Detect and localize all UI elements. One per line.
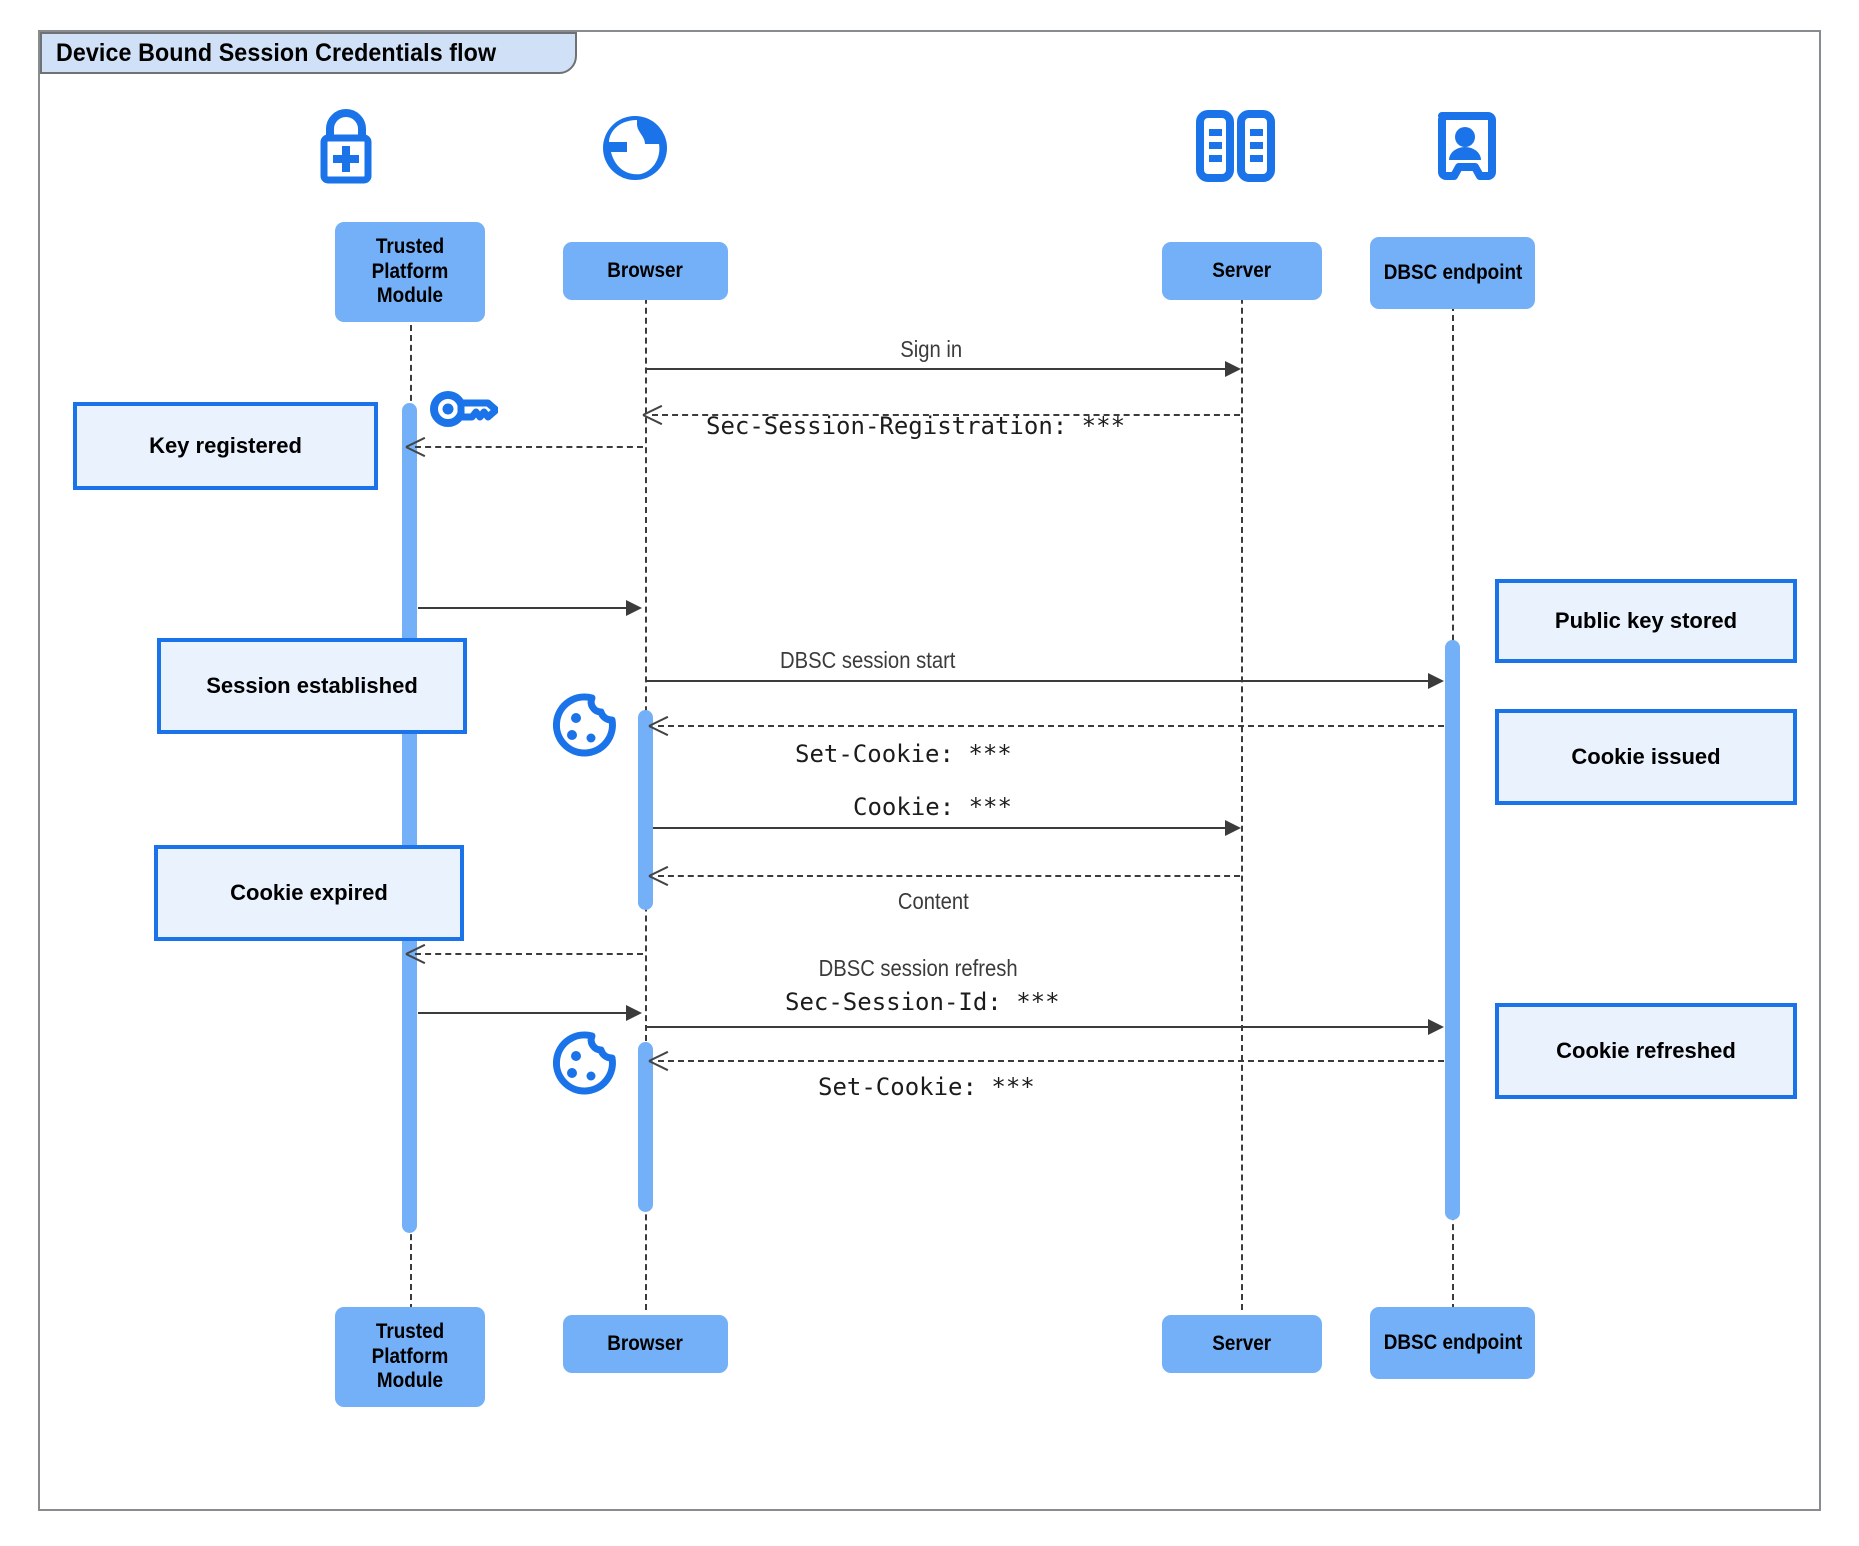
arrowhead-key-registration bbox=[406, 436, 426, 456]
message-label-dbsc-session-refresh: DBSC session refresh bbox=[818, 955, 1018, 981]
arrowhead-cookie-expired bbox=[406, 943, 426, 963]
participant-dbsc-top[interactable]: DBSC endpoint bbox=[1370, 237, 1535, 309]
message-line-set-cookie-2 bbox=[658, 1060, 1444, 1062]
participant-server-top[interactable]: Server bbox=[1162, 242, 1322, 300]
participant-browser-bottom[interactable]: Browser bbox=[563, 1315, 728, 1373]
message-label-sec-session-id: Sec-Session-Id: *** bbox=[785, 988, 1060, 1016]
participant-label: Server bbox=[1212, 258, 1272, 282]
note-cookie-expired: Cookie expired bbox=[154, 845, 464, 941]
message-line-key-return bbox=[418, 607, 640, 609]
key-icon bbox=[428, 385, 500, 438]
activation-bar-tpm bbox=[402, 403, 417, 1233]
note-text: Session established bbox=[206, 673, 418, 699]
arrowhead-dbsc-session-start bbox=[1428, 673, 1444, 689]
note-text: Cookie issued bbox=[1571, 744, 1721, 770]
participant-label: Browser bbox=[607, 1331, 684, 1355]
page-title: Device Bound Session Credentials flow bbox=[56, 38, 497, 67]
arrowhead-sign-in bbox=[1225, 361, 1241, 377]
arrowhead-cookie bbox=[1225, 820, 1241, 836]
message-label-sign-in: Sign in bbox=[900, 336, 963, 362]
participant-server-bottom[interactable]: Server bbox=[1162, 1315, 1322, 1373]
participant-label: Trusted Platform Module bbox=[371, 234, 449, 308]
note-cookie-issued: Cookie issued bbox=[1495, 709, 1797, 805]
participant-label: DBSC endpoint bbox=[1383, 260, 1522, 284]
message-label-content: Content bbox=[897, 888, 969, 914]
note-text: Key registered bbox=[149, 433, 302, 459]
note-key-registered: Key registered bbox=[73, 402, 378, 490]
participant-browser-top[interactable]: Browser bbox=[563, 242, 728, 300]
cookie-icon bbox=[548, 692, 618, 765]
note-text: Public key stored bbox=[1554, 608, 1738, 634]
message-line-sec-session-id bbox=[646, 1026, 1441, 1028]
participant-label: Server bbox=[1212, 1331, 1272, 1355]
message-label-dbsc-session-start: DBSC session start bbox=[779, 647, 956, 673]
message-line-content bbox=[658, 875, 1240, 877]
id-badge-icon bbox=[1434, 110, 1496, 187]
participant-dbsc-bottom[interactable]: DBSC endpoint bbox=[1370, 1307, 1535, 1379]
message-label-sec-session-registration: Sec-Session-Registration: *** bbox=[706, 412, 1126, 440]
lock-plus-icon bbox=[310, 105, 382, 190]
arrowhead-set-cookie-2 bbox=[649, 1050, 669, 1070]
activation-bar-browser-1 bbox=[638, 710, 653, 910]
participant-tpm-bottom[interactable]: Trusted Platform Module bbox=[335, 1307, 485, 1407]
cookie-icon bbox=[548, 1030, 618, 1103]
diagram-title-tab: Device Bound Session Credentials flow bbox=[40, 32, 578, 74]
participant-label: DBSC endpoint bbox=[1383, 1330, 1522, 1354]
note-cookie-refreshed: Cookie refreshed bbox=[1495, 1003, 1797, 1099]
arrowhead-set-cookie-1 bbox=[649, 715, 669, 735]
participant-tpm-top[interactable]: Trusted Platform Module bbox=[335, 222, 485, 322]
server-rack-icon bbox=[1196, 110, 1276, 187]
activation-bar-dbsc bbox=[1445, 640, 1460, 1220]
note-text: Cookie refreshed bbox=[1556, 1038, 1736, 1064]
participant-label: Trusted Platform Module bbox=[371, 1319, 449, 1393]
message-line-key-registration bbox=[415, 446, 643, 448]
arrowhead-content bbox=[649, 865, 669, 885]
arrowhead-sec-session-registration bbox=[643, 404, 663, 424]
message-line-cookie bbox=[653, 827, 1239, 829]
message-line-sign-in bbox=[646, 368, 1239, 370]
lifeline-server bbox=[1241, 248, 1243, 1310]
message-line-cookie-expired bbox=[415, 953, 643, 955]
message-line-set-cookie-1 bbox=[658, 725, 1444, 727]
globe-icon bbox=[597, 112, 674, 189]
activation-bar-browser-2 bbox=[638, 1042, 653, 1212]
message-line-sec-session-registration bbox=[652, 414, 1240, 416]
note-session-established: Session established bbox=[157, 638, 467, 734]
message-line-dbsc-session-refresh bbox=[418, 1012, 640, 1014]
message-label-set-cookie-1: Set-Cookie: *** bbox=[795, 740, 1012, 768]
participant-label: Browser bbox=[607, 258, 684, 282]
arrowhead-dbsc-session-refresh bbox=[626, 1005, 642, 1021]
message-line-dbsc-session-start bbox=[646, 680, 1441, 682]
arrowhead-key-return bbox=[626, 600, 642, 616]
note-text: Cookie expired bbox=[230, 880, 388, 906]
message-label-set-cookie-2: Set-Cookie: *** bbox=[818, 1073, 1035, 1101]
arrowhead-sec-session-id bbox=[1428, 1019, 1444, 1035]
message-label-cookie: Cookie: *** bbox=[853, 793, 1012, 821]
note-public-key-stored: Public key stored bbox=[1495, 579, 1797, 663]
